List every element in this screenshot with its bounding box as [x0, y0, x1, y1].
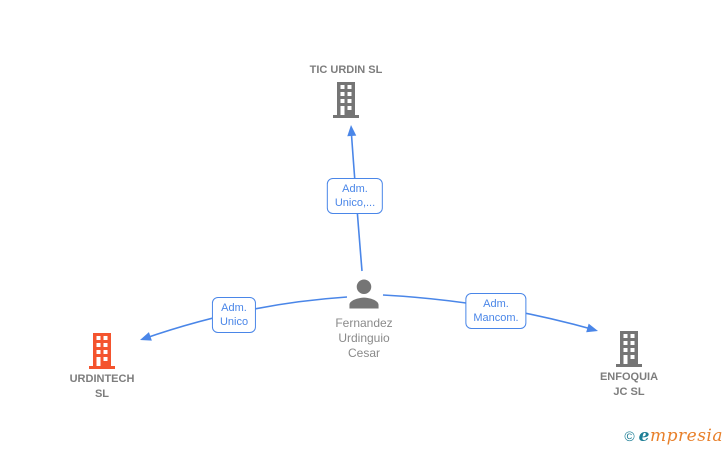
arrowhead-to-enfoquia — [586, 323, 598, 333]
node-label: ENFOQUIA — [599, 371, 659, 383]
arrowhead-to-tic-urdin — [347, 125, 357, 137]
node-label: TIC URDIN SL — [309, 64, 383, 76]
brand-wordmark: empresia — [639, 426, 723, 446]
edge-label-adm-unico-urdintech[interactable]: Adm. Unico — [211, 297, 257, 333]
node-urdintech[interactable]: URDINTECH SL — [32, 333, 172, 402]
edge-label-adm-mancom-enfoquia[interactable]: Adm. Mancom. — [465, 293, 527, 329]
edge-label-line: Mancom. — [473, 312, 519, 324]
node-label: URDINTECH — [69, 373, 135, 385]
node-label: JC SL — [613, 386, 645, 398]
brand-rest: mpresia — [650, 426, 723, 446]
edge-label-adm-unico-tic[interactable]: Adm. Unico,... — [326, 178, 384, 214]
node-label: SL — [94, 388, 110, 400]
node-tic-urdin[interactable]: TIC URDIN SL — [266, 63, 426, 118]
building-icon — [333, 82, 359, 118]
building-icon — [89, 333, 115, 369]
node-enfoquia[interactable]: ENFOQUIA JC SL — [559, 331, 699, 400]
person-name-line: Fernandez — [335, 316, 393, 330]
edge-label-line: Adm. — [342, 183, 368, 195]
empresia-logo: © empresia — [624, 426, 723, 446]
edge-label-line: Adm. — [221, 302, 247, 314]
person-icon — [349, 279, 379, 309]
person-name-line: Cesar — [347, 346, 380, 360]
person-name-line: Urdinguio — [338, 331, 390, 345]
edge-label-line: Adm. — [483, 298, 509, 310]
edge-label-line: Unico — [219, 316, 249, 328]
arrowhead-to-urdintech — [140, 332, 152, 341]
edge-label-line: Unico,... — [334, 197, 376, 209]
brand-initial: e — [638, 426, 650, 446]
building-icon — [616, 331, 642, 367]
copyright-icon: © — [624, 428, 635, 444]
node-person-fernandez[interactable]: Fernandez Urdinguio Cesar — [303, 274, 425, 361]
